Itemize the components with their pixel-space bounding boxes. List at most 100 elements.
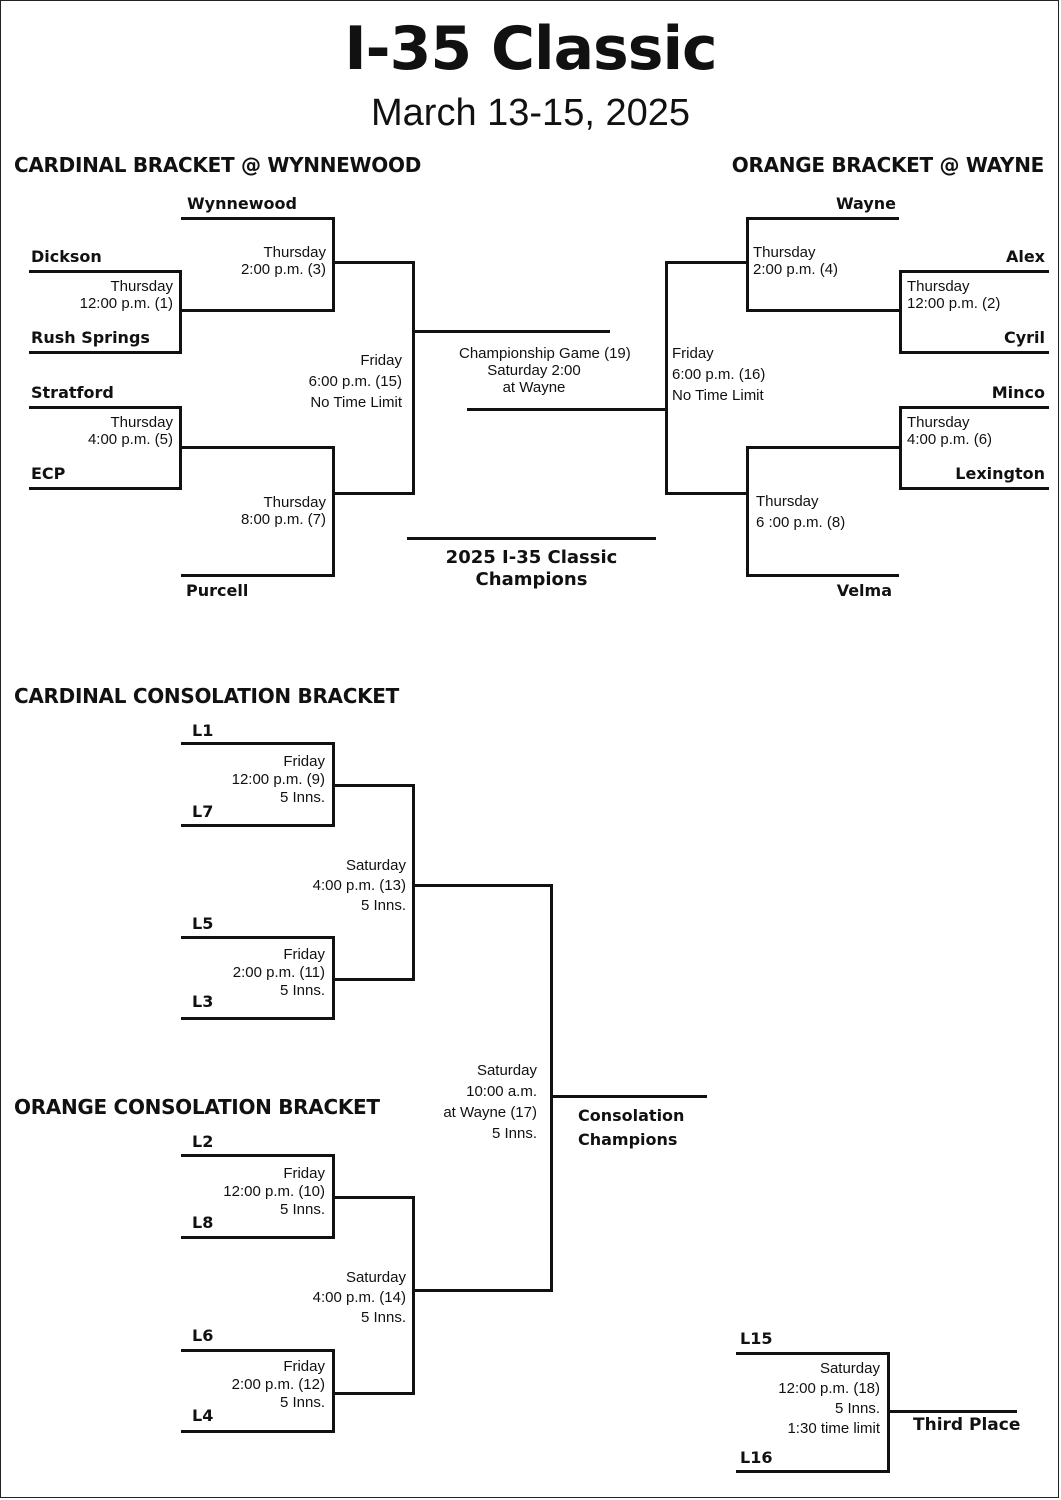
bracket-line — [550, 884, 553, 1292]
bracket-line — [181, 1349, 334, 1352]
bracket-line — [332, 1349, 335, 1433]
bracket-line — [334, 784, 415, 787]
bracket-line — [332, 1154, 335, 1239]
bracket-line — [887, 1352, 890, 1473]
bracket-line — [665, 261, 668, 495]
team-stratford: Stratford — [31, 383, 114, 402]
slot-l7: L7 — [192, 802, 214, 821]
bracket-line — [181, 1430, 334, 1433]
bracket-line — [29, 487, 181, 490]
bracket-line — [899, 270, 1049, 273]
bracket-line — [29, 406, 181, 409]
bracket-line — [665, 261, 748, 264]
orange-consolation-header: ORANGE CONSOLATION BRACKET — [14, 1095, 380, 1119]
bracket-line — [334, 1196, 415, 1199]
team-rush-springs: Rush Springs — [31, 328, 150, 347]
bracket-line — [736, 1352, 889, 1355]
bracket-line — [181, 742, 334, 745]
bracket-line — [899, 487, 1049, 490]
bracket-line — [412, 1196, 415, 1395]
bracket-line — [179, 270, 182, 354]
cardinal-bracket-header: CARDINAL BRACKET @ WYNNEWOOD — [14, 153, 422, 177]
bracket-line — [334, 978, 415, 981]
bracket-line — [899, 270, 902, 354]
team-lexington: Lexington — [955, 464, 1045, 483]
bracket-line — [334, 492, 415, 495]
bracket-line — [181, 574, 334, 577]
bracket-line — [899, 351, 1049, 354]
slot-l16: L16 — [740, 1448, 773, 1467]
bracket-line — [467, 408, 667, 411]
slot-l2: L2 — [192, 1132, 214, 1151]
orange-bracket-header: ORANGE BRACKET @ WAYNE — [731, 153, 1045, 177]
bracket-line — [181, 446, 334, 449]
bracket-line — [181, 1236, 334, 1239]
slot-l5: L5 — [192, 914, 214, 933]
bracket-line — [414, 330, 610, 333]
champion-line — [407, 537, 656, 540]
bracket-line — [29, 351, 181, 354]
bracket-line — [665, 492, 748, 495]
team-purcell: Purcell — [186, 581, 249, 600]
slot-l6: L6 — [192, 1326, 214, 1345]
slot-l8: L8 — [192, 1213, 214, 1232]
bracket-line — [899, 406, 1049, 409]
third-place-label: Third Place — [913, 1415, 1021, 1435]
bracket-line — [332, 446, 335, 577]
bracket-line — [181, 1154, 334, 1157]
slot-l4: L4 — [192, 1406, 214, 1425]
bracket-line — [332, 742, 335, 827]
bracket-line — [746, 309, 901, 312]
bracket-line — [334, 261, 415, 264]
bracket-line — [181, 936, 334, 939]
slot-l1: L1 — [192, 721, 214, 740]
bracket-line — [746, 574, 899, 577]
bracket-line — [746, 446, 749, 577]
team-minco: Minco — [991, 383, 1045, 402]
team-ecp: ECP — [31, 464, 66, 483]
page-title: I-35 Classic — [344, 14, 717, 84]
slot-l3: L3 — [192, 992, 214, 1011]
bracket-line — [746, 446, 901, 449]
bracket-line — [736, 1470, 889, 1473]
bracket-line — [746, 217, 749, 312]
bracket-line — [412, 261, 415, 495]
bracket-line — [414, 884, 553, 887]
event-dates: March 13-15, 2025 — [371, 92, 690, 134]
bracket-line — [181, 217, 334, 220]
bracket-line — [334, 1392, 415, 1395]
bracket-line — [29, 270, 181, 273]
team-wayne: Wayne — [835, 194, 896, 213]
consolation-champion-line — [552, 1095, 707, 1098]
bracket-line — [746, 217, 899, 220]
team-velma: Velma — [836, 581, 892, 600]
bracket-line — [181, 309, 334, 312]
bracket-line — [332, 936, 335, 1020]
team-wynnewood: Wynnewood — [187, 194, 297, 213]
cardinal-consolation-header: CARDINAL CONSOLATION BRACKET — [14, 684, 400, 708]
team-alex: Alex — [1005, 247, 1045, 266]
bracket-line — [414, 1289, 553, 1292]
team-cyril: Cyril — [1003, 328, 1045, 347]
